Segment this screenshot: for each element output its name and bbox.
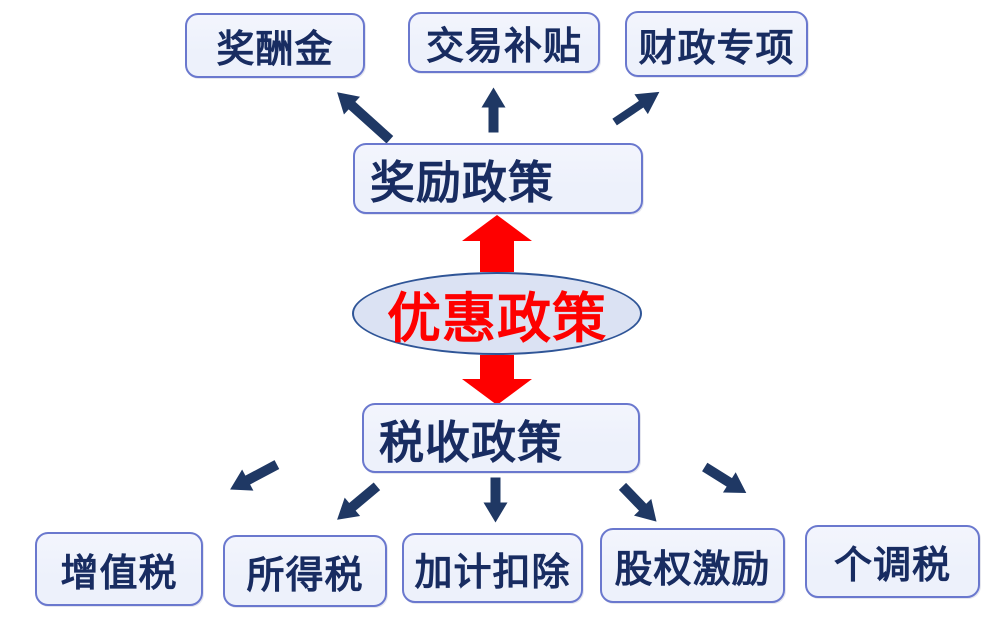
arrow-to-individual-tax-icon xyxy=(702,462,747,493)
center-label: 优惠政策 xyxy=(387,287,607,350)
arrow-to-equity-incentive-icon xyxy=(618,482,657,522)
node-preferential-policy: 优惠政策 xyxy=(352,272,642,355)
node-extra-deduction: 加计扣除 xyxy=(402,533,583,603)
node-vat: 增值税 xyxy=(35,532,203,606)
node-tax-policy: 税收政策 xyxy=(362,403,640,473)
node-reward-money: 奖酬金 xyxy=(185,13,365,78)
node-reward-policy: 奖励政策 xyxy=(353,143,643,214)
node-fiscal-special: 财政专项 xyxy=(625,11,808,77)
arrow-to-transaction-subsidy-icon xyxy=(481,87,506,133)
arrow-to-extra-deduction-icon xyxy=(483,477,508,523)
arrow-to-vat-icon xyxy=(230,460,280,491)
arrow-center-to-reward-policy-icon xyxy=(462,215,532,272)
arrow-to-reward-money-icon xyxy=(337,92,394,144)
arrow-to-fiscal-special-icon xyxy=(612,91,660,126)
node-income-tax: 所得税 xyxy=(223,535,387,607)
arrow-to-income-tax-icon xyxy=(337,482,381,520)
arrow-center-to-tax-policy-icon xyxy=(462,355,532,405)
node-transaction-subsidy: 交易补贴 xyxy=(408,12,600,73)
node-equity-incentive: 股权激励 xyxy=(600,528,785,603)
node-individual-tax: 个调税 xyxy=(805,525,980,598)
